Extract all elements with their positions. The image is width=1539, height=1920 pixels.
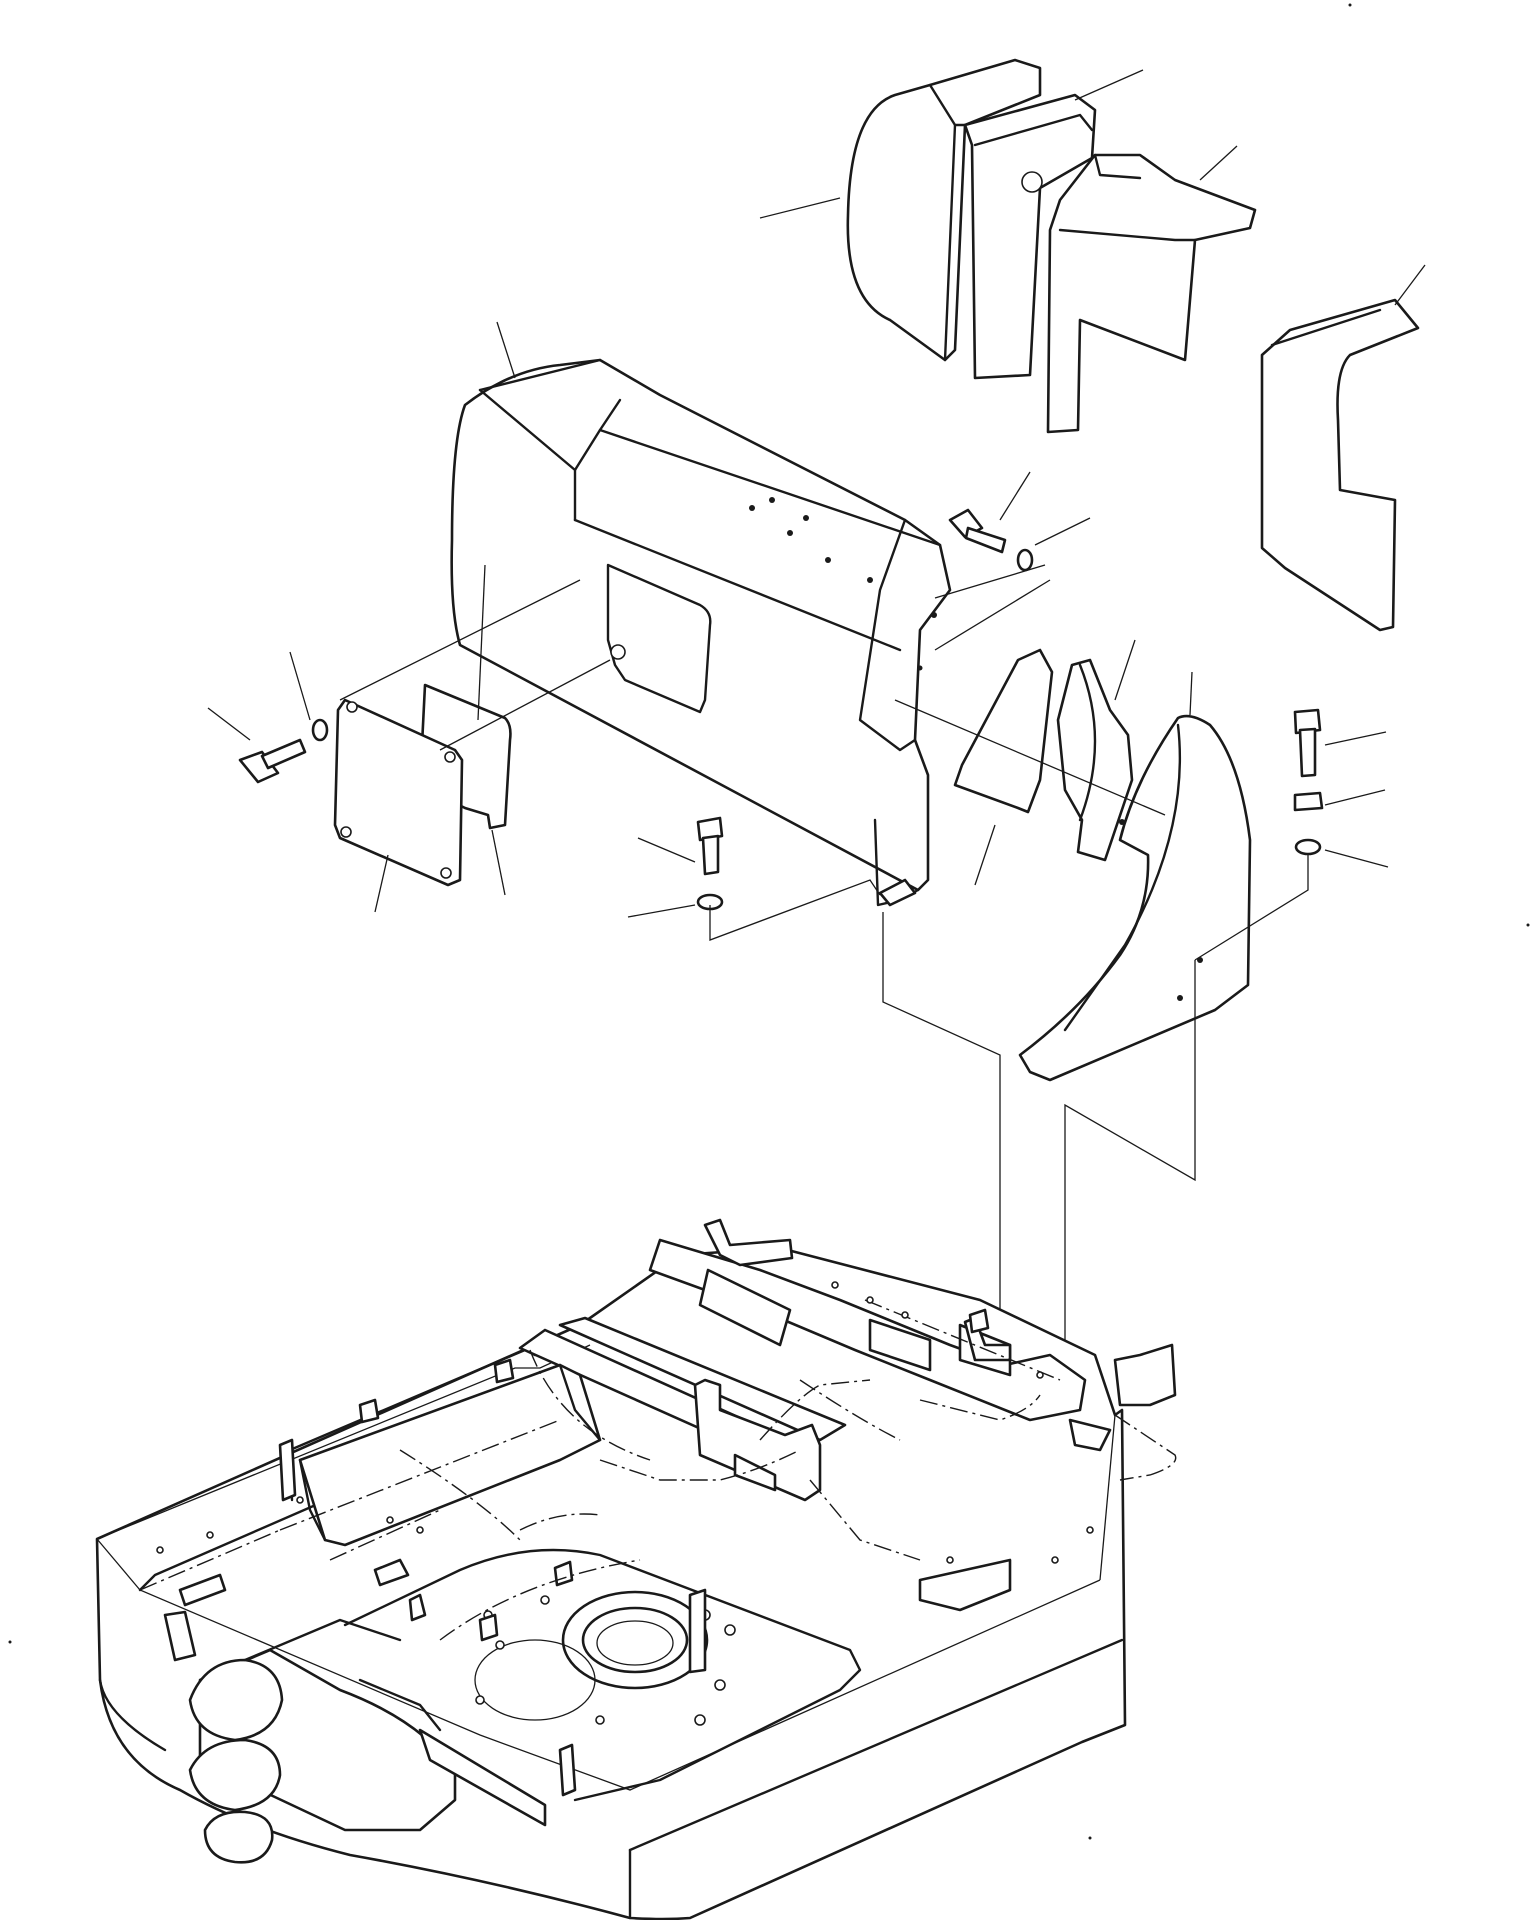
access-cover-plate xyxy=(333,698,464,887)
leader-bolt-right xyxy=(1324,731,1387,746)
left-corner-guard xyxy=(1018,714,1252,1082)
leader-bolt-left xyxy=(207,707,251,741)
leader-corner-wedge xyxy=(974,824,996,886)
scan-speck xyxy=(1348,3,1352,7)
counterweight-spacer-plate xyxy=(963,93,1097,380)
leader-washer-center xyxy=(627,904,696,918)
rear-corner-bracket xyxy=(1046,153,1257,434)
right-side-cover-panel xyxy=(1260,298,1420,632)
hood-mounting-bolt xyxy=(238,718,329,784)
rear-engine-hood xyxy=(450,358,952,907)
revolving-frame xyxy=(95,1218,1177,1920)
leader-counterweight xyxy=(759,197,841,219)
left-corner-wedge xyxy=(953,648,1054,814)
hood-access-hole-cover xyxy=(606,563,712,714)
leader-nut-right xyxy=(1324,789,1386,806)
leader-washer-left xyxy=(289,651,311,721)
rear-counterweight-block xyxy=(846,58,1042,362)
assembly-lines xyxy=(339,564,1309,1555)
scan-speck xyxy=(1088,1836,1092,1840)
leader-washer-right xyxy=(1324,849,1389,868)
leader-corner-spacer xyxy=(1114,639,1136,701)
leader-side-cover xyxy=(1394,264,1426,306)
leader-corner-bracket xyxy=(1199,145,1238,181)
leader-washer-upper xyxy=(1034,517,1091,546)
hood-mounting-bolt-center xyxy=(696,816,724,911)
scan-speck xyxy=(1526,923,1530,927)
leader-cover-plate xyxy=(374,854,389,913)
leader-spacer-plate xyxy=(1074,69,1144,101)
hood-mounting-bolt-right xyxy=(1293,708,1324,856)
leader-engine-hood xyxy=(496,321,516,379)
scan-speck xyxy=(8,1640,12,1644)
hood-mounting-bolt-upper xyxy=(948,508,1034,572)
leader-bolt-upper xyxy=(999,471,1031,521)
leader-cover-gasket xyxy=(491,829,506,896)
left-corner-spacer xyxy=(1056,658,1134,862)
leader-bolt-center xyxy=(637,837,696,863)
leader-corner-guard xyxy=(1189,671,1193,716)
hood-bracket xyxy=(878,878,917,907)
leader-lines xyxy=(207,69,1426,918)
